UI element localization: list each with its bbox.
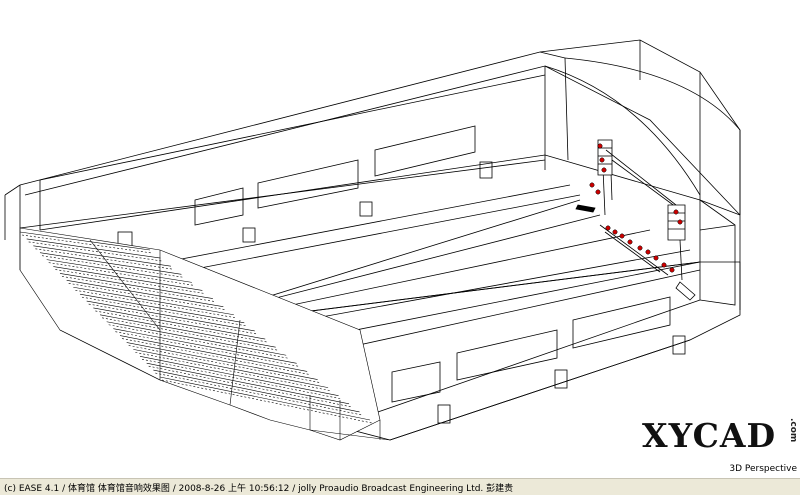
watermark-suffix: .com [788, 418, 798, 443]
seat-row-detail [28, 241, 163, 262]
seat-row-line [53, 266, 203, 291]
status-bar: (c) EASE 4.1 / 体育馆 体育馆音响效果图 / 2008-8-26 … [0, 478, 800, 495]
seat-row-line [93, 307, 266, 340]
bleacher-seating [19, 227, 391, 441]
seat-row-line [66, 280, 224, 307]
seat-row-line [19, 231, 151, 251]
seat-row-detail [75, 289, 236, 319]
speaker-marker [661, 262, 667, 268]
speaker-marker [653, 255, 659, 261]
seat-row-detail [61, 276, 215, 302]
speaker-marker [669, 267, 675, 273]
seat-row-detail [108, 324, 289, 359]
speaker-marker [673, 209, 679, 215]
speaker-marker [645, 249, 651, 255]
seat-row-line [159, 376, 371, 421]
seat-row-line [26, 238, 161, 259]
arena-wireframe-model [4, 39, 741, 441]
seat-row-line [59, 273, 213, 299]
seat-row-line [39, 252, 182, 275]
seat-row-line [46, 259, 192, 283]
speaker-marker [677, 219, 683, 225]
seat-row-detail [88, 303, 257, 335]
speaker-marker [589, 182, 595, 188]
seat-row-detail [48, 262, 194, 286]
back-wall [39, 154, 741, 231]
seat-row-line [73, 286, 234, 316]
seat-row-detail [35, 248, 173, 270]
speaker-marker [619, 233, 625, 239]
view-mode-label: 3D Perspective [729, 464, 797, 474]
red-speaker-markers [589, 143, 683, 273]
speaker-marker [612, 229, 618, 235]
seat-row-detail [148, 365, 352, 408]
seat-row-detail [128, 345, 320, 383]
seat-row-line [133, 349, 329, 388]
seat-row-detail [141, 358, 341, 400]
speaker-array [575, 139, 696, 301]
seat-row-line [106, 321, 287, 356]
seat-row-line [126, 342, 318, 380]
speaker-marker [637, 245, 643, 251]
speaker-marker [595, 189, 601, 195]
seat-row-line [139, 355, 339, 397]
seat-row-detail [155, 372, 362, 416]
seat-row-line [86, 300, 255, 332]
speaker-marker [605, 225, 611, 231]
seat-row-line [79, 293, 245, 324]
seat-row-detail [115, 331, 299, 367]
seat-row-detail [21, 234, 153, 254]
3d-model-viewport[interactable]: XYCAD .com 3D Perspective [0, 0, 800, 478]
status-text: (c) EASE 4.1 / 体育馆 体育馆音响效果图 / 2008-8-26 … [4, 484, 514, 494]
roof-inner-line [24, 65, 741, 216]
speaker-marker [601, 167, 607, 173]
speaker-marker [599, 157, 605, 163]
roof-outline [19, 39, 741, 215]
seat-row-detail [68, 283, 226, 310]
speaker-marker [627, 239, 633, 245]
seat-row-detail [135, 352, 331, 391]
seat-row-detail [101, 317, 278, 351]
seat-row-detail [55, 269, 205, 294]
seat-row-line [119, 335, 308, 372]
watermark-text: XYCAD [642, 416, 777, 455]
seat-row-line [99, 314, 276, 348]
seat-row-line [153, 369, 360, 413]
watermark-logo: XYCAD .com [642, 408, 800, 460]
speaker-marker [597, 143, 603, 149]
seat-row-detail [95, 310, 268, 343]
seat-row-line [113, 328, 297, 364]
seat-row-line [146, 362, 350, 405]
